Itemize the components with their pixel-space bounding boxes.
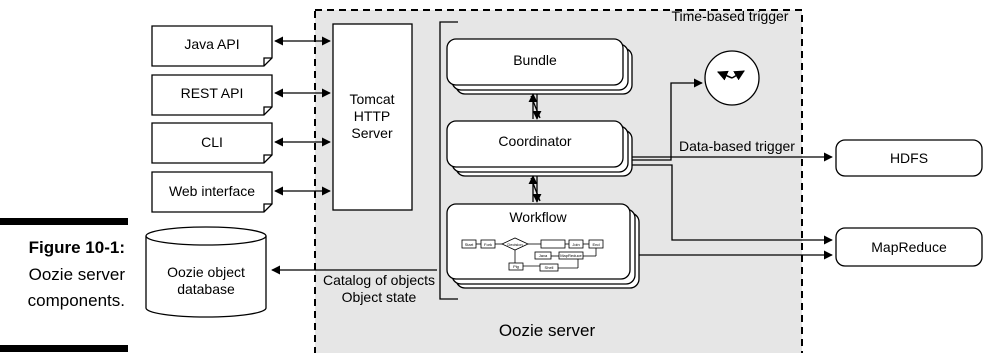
bundle-stack: Bundle: [446, 38, 633, 95]
wf-node-mapreduce: MapReduce: [560, 253, 582, 258]
wf-node-pig: Pig: [513, 264, 519, 269]
tomcat-label-line1: Tomcat: [349, 91, 394, 107]
caption-bottom-rule: [0, 345, 128, 352]
component-arrows: [528, 93, 542, 203]
wf-node-java: Java: [539, 253, 548, 258]
time-trigger-label: Time-based trigger: [672, 8, 789, 24]
client-web-interface-label: Web interface: [169, 183, 255, 199]
coordinator-to-mapreduce-line: [632, 164, 833, 245]
coordinator-stack: Coordinator: [446, 120, 633, 177]
client-java-api-label: Java API: [184, 36, 239, 52]
client-java-api: Java API: [151, 25, 273, 67]
workflow-stack: Workflow Start: [446, 203, 640, 289]
caption-line1: Oozie server: [29, 265, 126, 284]
bundle-label: Bundle: [513, 52, 557, 68]
client-server-arrows: [274, 36, 331, 196]
oozie-server-label: Oozie server: [499, 321, 596, 340]
wf-node-join: Join: [572, 242, 579, 247]
mapreduce-label: MapReduce: [871, 239, 947, 255]
tomcat-label-line3: Server: [351, 125, 393, 141]
hdfs-box: [835, 139, 983, 177]
catalog-label-line2: Object state: [342, 289, 417, 305]
workflow-mini-graph: [461, 237, 604, 272]
components-bracket: [439, 21, 458, 300]
client-cli-label: CLI: [201, 134, 223, 150]
wf-node-start: Start: [465, 242, 474, 247]
hdfs-label: HDFS: [890, 150, 928, 166]
data-trigger-label: Data-based trigger: [679, 138, 795, 154]
wf-node-decision: Decision: [507, 242, 522, 247]
wf-node-shell: Shell: [545, 265, 554, 270]
coordinator-label: Coordinator: [498, 133, 571, 149]
tomcat-http-server-box: [332, 23, 413, 211]
caption-figure-number: Figure 10-1:: [29, 238, 125, 257]
database-label-line2: database: [177, 281, 235, 297]
client-rest-api: REST API: [151, 74, 273, 116]
coordinator-to-clock-line: [632, 78, 703, 161]
catalog-label-line1: Catalog of objects: [323, 272, 435, 288]
client-web-interface: Web interface: [151, 171, 273, 213]
mapreduce-box: [835, 227, 983, 267]
caption-line2: components.: [28, 291, 125, 310]
tomcat-label-line2: HTTP: [354, 108, 391, 124]
oozie-database-cylinder: Oozie object database: [145, 226, 267, 318]
client-rest-api-label: REST API: [181, 85, 244, 101]
wf-node-fork: Fork: [484, 242, 492, 247]
caption-top-rule: [0, 218, 128, 225]
wf-node-end: End: [592, 242, 599, 247]
database-label-line1: Oozie object: [167, 264, 245, 280]
workflow-label: Workflow: [509, 209, 567, 225]
client-cli: CLI: [151, 122, 273, 164]
clock-icon: [704, 50, 760, 106]
